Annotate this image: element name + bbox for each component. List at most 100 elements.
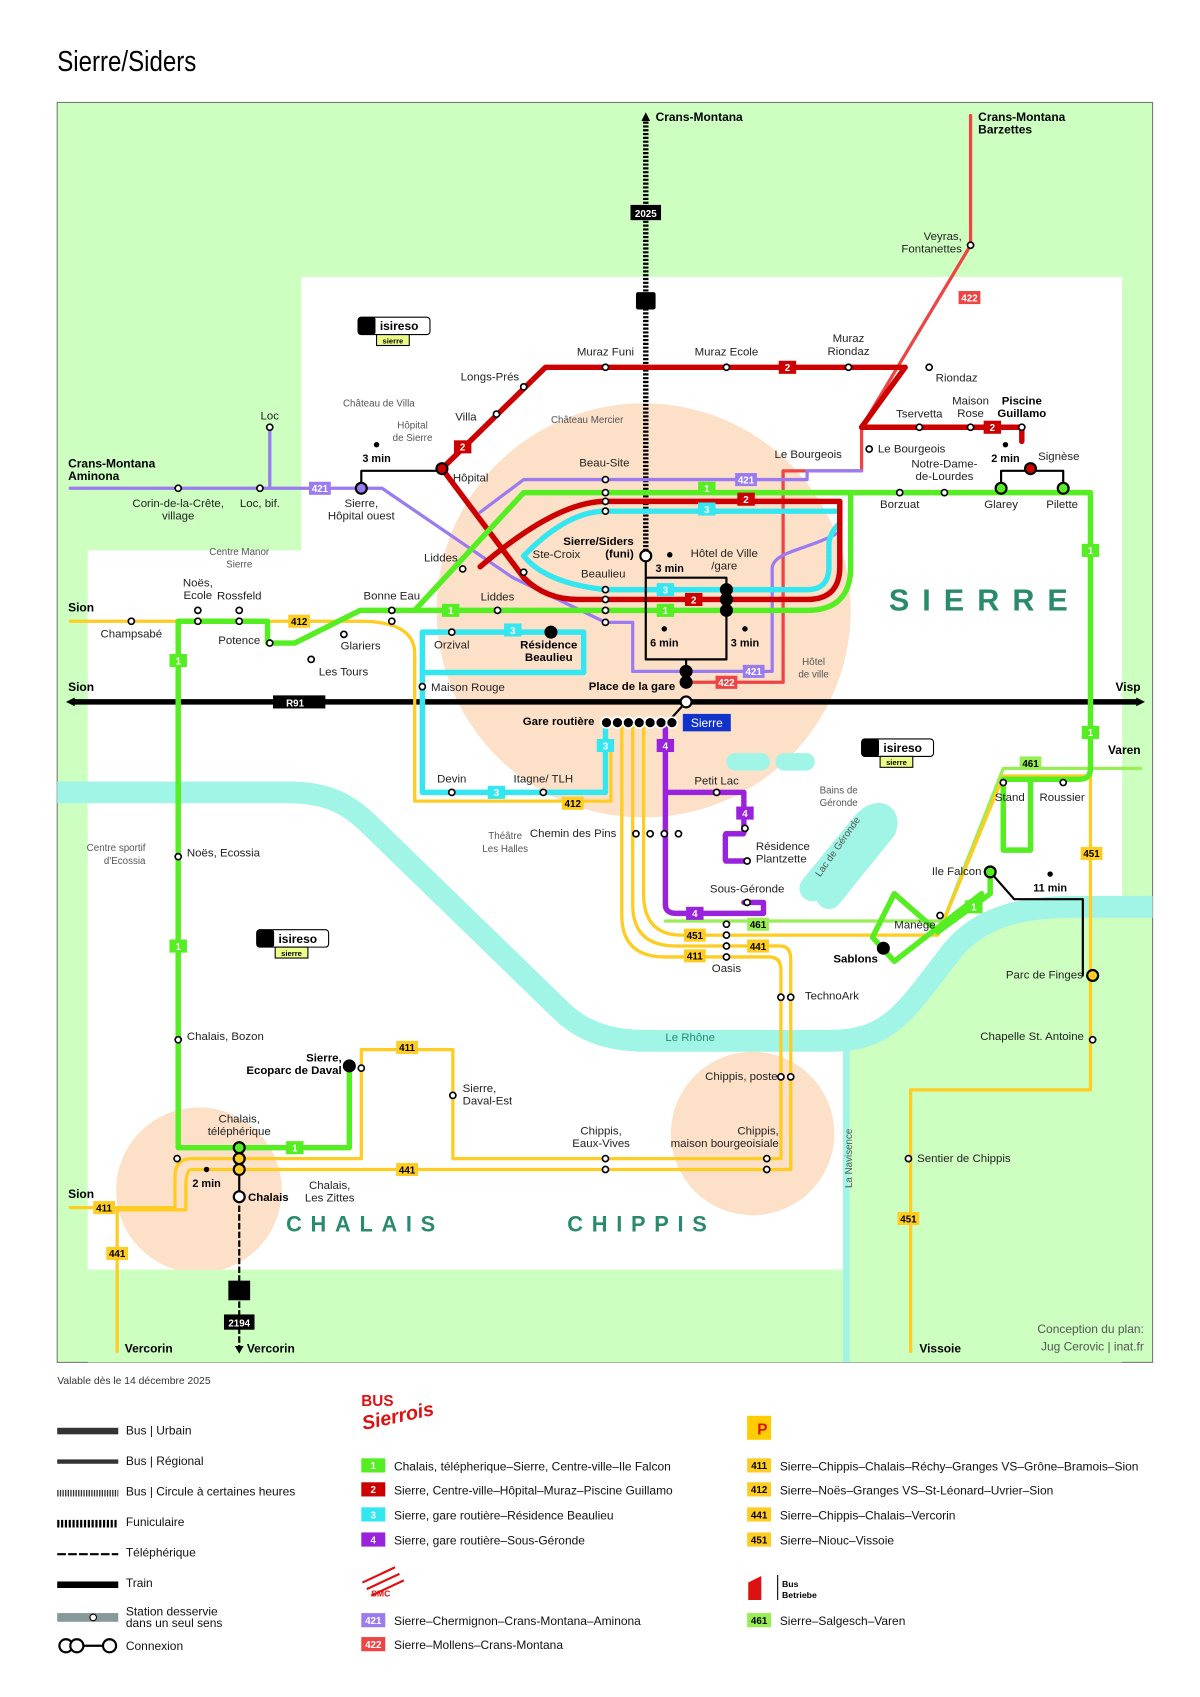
stop-marker[interactable] [777,1072,785,1081]
stop-marker[interactable] [493,606,502,615]
stop-marker[interactable] [601,507,610,516]
connection-hub[interactable] [1023,462,1038,476]
stop-marker[interactable] [387,617,396,626]
connection-hub[interactable] [232,1190,246,1204]
gare-routiere-platform[interactable] [632,716,646,729]
connection-hub[interactable] [354,481,368,495]
stop-marker[interactable] [265,639,274,647]
stop-marker[interactable] [174,1035,183,1044]
stop-marker[interactable] [844,363,853,372]
stop-marker[interactable] [925,363,934,372]
stop-marker[interactable] [173,1154,181,1163]
stop-marker[interactable] [601,585,610,594]
stop-marker[interactable] [966,423,975,432]
connection-hub[interactable] [994,481,1008,495]
stop-marker[interactable] [519,568,528,577]
stop-marker[interactable] [448,1091,457,1100]
stop-marker[interactable] [601,475,610,484]
stop-marker[interactable] [865,445,874,453]
connection-hub[interactable] [232,1152,246,1166]
stop-marker[interactable] [904,1154,913,1163]
stop-marker[interactable] [722,363,731,372]
stop-marker[interactable] [660,829,669,838]
stop-marker[interactable] [601,488,610,497]
stop-marker[interactable] [743,898,752,907]
stop-marker[interactable] [999,778,1008,787]
stop-marker[interactable] [1017,423,1026,432]
gare-routiere-platform[interactable] [643,716,657,729]
stop-marker[interactable] [193,606,202,615]
connection-hub[interactable] [232,1162,246,1177]
stop-marker[interactable] [722,920,731,929]
stop-marker[interactable] [786,993,795,1002]
connection-hub[interactable] [342,1059,356,1073]
stop-marker[interactable] [601,618,610,627]
stop-marker[interactable] [193,617,202,626]
stop-marker[interactable] [601,1165,610,1174]
stop-marker[interactable] [936,911,944,920]
connection-hub[interactable] [544,625,558,639]
stop-marker[interactable] [762,1154,771,1163]
stop-marker[interactable] [492,410,501,419]
connection-hub[interactable] [719,603,733,617]
stop-label: Muraz Ecole [695,346,759,358]
stop-marker[interactable] [632,829,640,838]
connection-hub[interactable] [983,865,997,879]
stop-marker[interactable] [235,617,244,626]
stop-marker[interactable] [307,655,316,664]
stop-marker[interactable] [447,628,456,637]
stop-marker[interactable] [743,857,752,865]
stop-marker[interactable] [235,606,244,615]
gare-routiere-platform[interactable] [600,716,613,729]
stop-marker[interactable] [722,942,731,950]
stop-marker[interactable] [1088,1035,1097,1044]
connection-hub[interactable] [1056,481,1070,495]
connection-hub[interactable] [876,941,890,955]
stop-marker[interactable] [127,617,136,626]
stop-marker[interactable] [1059,778,1068,787]
stop-marker[interactable] [722,953,731,961]
stop-marker[interactable] [387,606,396,615]
connection-hub[interactable] [679,675,693,689]
stop-marker[interactable] [895,488,904,497]
stop-marker[interactable] [357,1064,366,1072]
stop-marker[interactable] [539,788,548,797]
stop-marker[interactable] [601,497,610,506]
stop-marker[interactable] [674,829,683,838]
stop-marker[interactable] [762,1165,771,1174]
stop-marker[interactable] [458,565,467,573]
stop-marker[interactable] [966,241,975,250]
stop-marker[interactable] [340,630,348,639]
stop-marker[interactable] [915,423,924,432]
connection-hub[interactable] [679,664,693,678]
connection-hub[interactable] [679,695,693,709]
stop-marker[interactable] [174,852,183,861]
stop-marker[interactable] [786,1072,795,1081]
stop-marker[interactable] [265,423,274,432]
stop-marker[interactable] [712,788,721,797]
connection-hub[interactable] [1086,968,1100,983]
stop-marker[interactable] [418,682,427,691]
stop-marker[interactable] [519,383,528,391]
stop-marker[interactable] [940,488,949,497]
stop-marker[interactable] [256,484,264,493]
connection-hub[interactable] [435,462,449,476]
gare-routiere-platform[interactable] [611,716,624,729]
connection-hub[interactable] [232,1141,246,1155]
stop-marker[interactable] [777,993,785,1002]
stop-marker[interactable] [722,931,731,940]
stop-marker[interactable] [447,788,456,797]
stop-marker[interactable] [601,363,610,372]
stop-marker[interactable] [741,824,749,833]
stop-marker[interactable] [601,606,610,615]
stop-marker[interactable] [646,829,655,838]
gare-routiere-platform[interactable] [654,716,668,729]
connection-hub[interactable] [719,592,733,606]
stop-marker[interactable] [174,484,183,493]
stop-marker[interactable] [601,595,610,604]
connection-hub[interactable] [639,549,653,563]
gare-routiere-platform[interactable] [622,716,635,729]
gare-routiere-platform[interactable] [665,716,679,729]
legend-line-id: 2 [371,1485,377,1496]
stop-marker[interactable] [601,1154,610,1163]
